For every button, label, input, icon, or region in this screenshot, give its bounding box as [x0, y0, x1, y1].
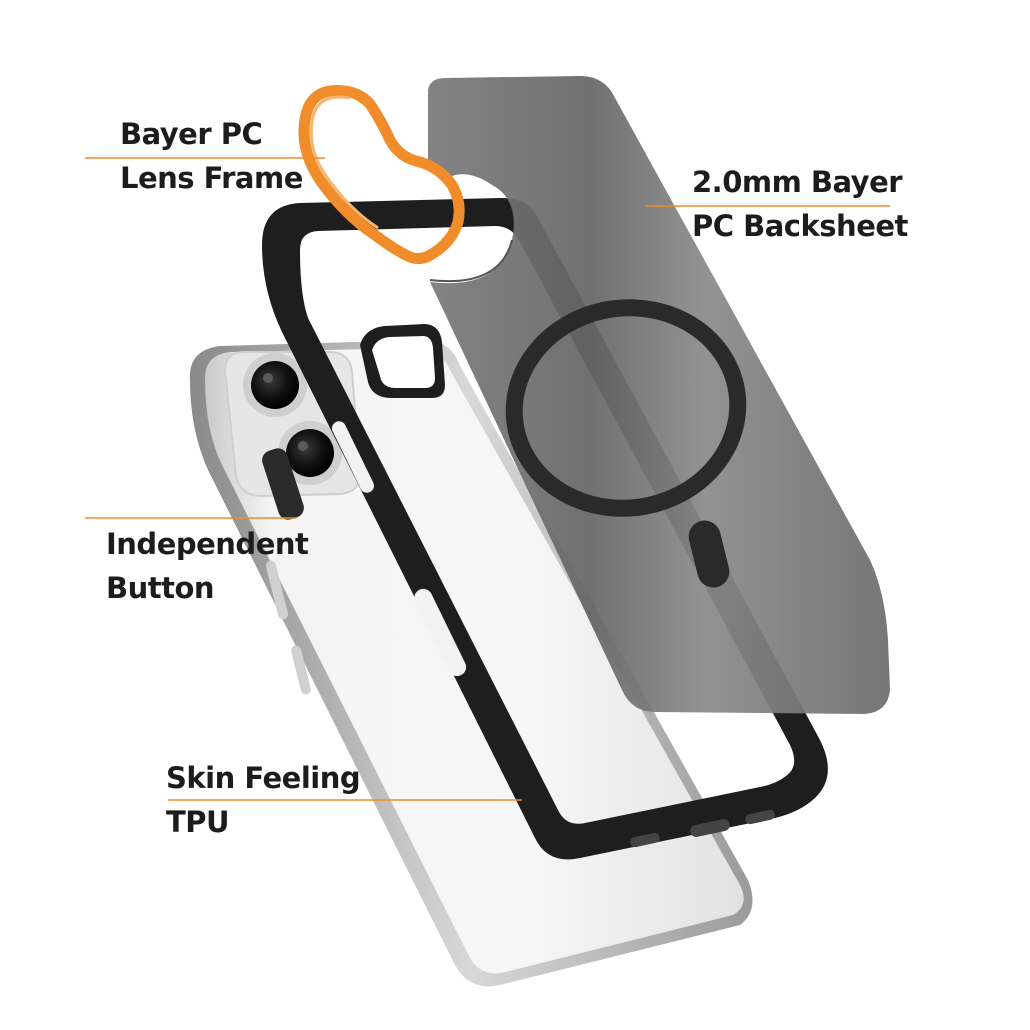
camera-lens-icon	[243, 353, 307, 417]
tpu-line2: TPU	[166, 805, 230, 839]
pc-backsheet	[428, 76, 890, 714]
lens-frame-line2: Lens Frame	[120, 161, 303, 195]
button-callout: Independent Button	[106, 522, 309, 610]
lens-frame-line1: Bayer PC	[120, 117, 263, 151]
lens-frame-callout: Bayer PC Lens Frame	[120, 112, 303, 200]
tpu-callout: Skin Feeling TPU	[166, 756, 361, 844]
backsheet-callout: 2.0mm Bayer PC Backsheet	[692, 160, 908, 248]
tpu-frame	[262, 197, 828, 860]
camera-lens-icon	[278, 421, 342, 485]
tpu-line1: Skin Feeling	[166, 761, 361, 795]
lens-frame	[298, 85, 465, 265]
backsheet-line1: 2.0mm Bayer	[692, 165, 903, 199]
button-line2: Button	[106, 571, 215, 605]
leader-lines	[85, 157, 890, 801]
magsafe-ring-icon	[505, 299, 747, 588]
backsheet-line2: PC Backsheet	[692, 209, 908, 243]
button-line1: Independent	[106, 527, 309, 561]
